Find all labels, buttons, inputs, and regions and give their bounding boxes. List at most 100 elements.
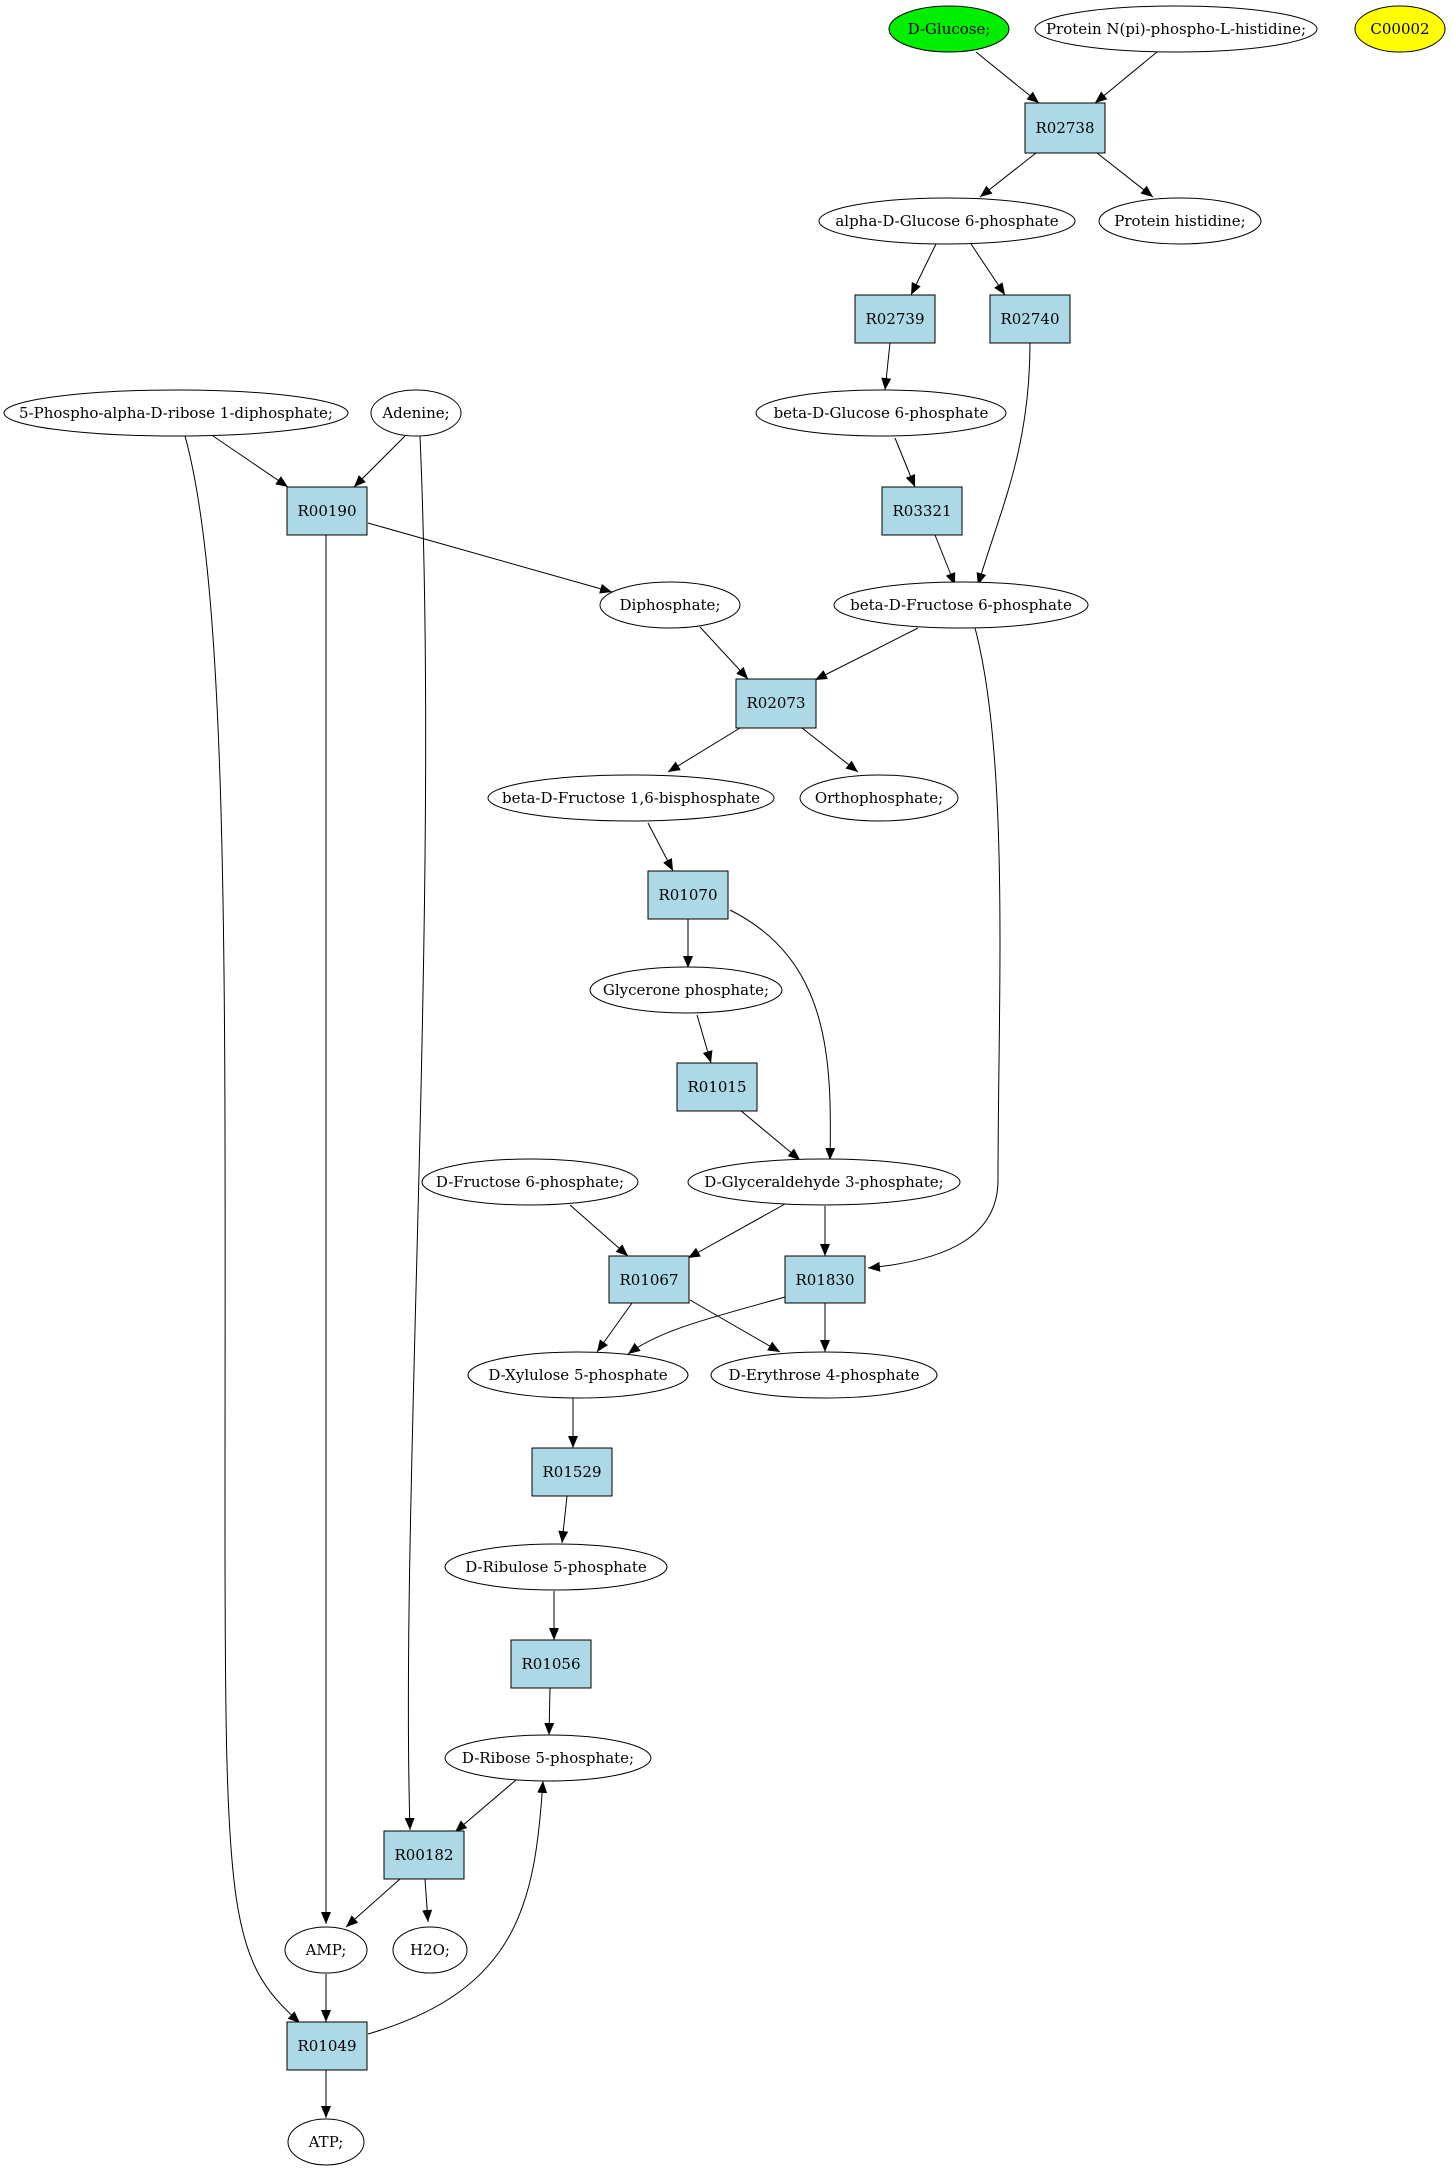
reaction-R00190[interactable]: R00190: [286, 486, 368, 536]
edge-beta-glucose-6p-to-R03321: [894, 437, 916, 488]
compound-label: D-Fructose 6-phosphate;: [436, 1173, 624, 1191]
reaction-R02740[interactable]: R02740: [989, 294, 1071, 344]
reaction-R03321[interactable]: R03321: [881, 486, 963, 536]
compound-diphosphate[interactable]: Diphosphate;: [599, 581, 741, 629]
reaction-R02738[interactable]: R02738: [1024, 102, 1106, 154]
edge-R01067-to-xylulose-5p: [596, 1302, 633, 1353]
edge-dglucose-to-R02738: [975, 51, 1040, 104]
reaction-label: R00190: [297, 502, 356, 520]
compound-d-ribose-5-phosphate[interactable]: D-Ribose 5-phosphate;: [444, 1734, 652, 1782]
reaction-label: R02740: [1000, 310, 1059, 328]
reaction-label: R01830: [795, 1271, 854, 1289]
reaction-label: R03321: [892, 502, 951, 520]
reaction-box: [784, 1255, 866, 1304]
compound-alpha-d-glucose-6-phosphate[interactable]: alpha-D-Glucose 6-phosphate: [818, 197, 1076, 245]
compound-atp[interactable]: ATP;: [287, 2118, 365, 2166]
compound-label: 5-Phospho-alpha-D-ribose 1-diphosphate;: [19, 404, 333, 422]
compound-beta-d-fructose-16-bisphosphate[interactable]: beta-D-Fructose 1,6-bisphosphate: [487, 774, 775, 822]
reaction-box: [647, 870, 729, 920]
compound-adenine[interactable]: Adenine;: [370, 389, 462, 437]
edge-adenine-to-R00182: [404, 435, 427, 1831]
compound-label: Glycerone phosphate;: [603, 981, 769, 999]
reaction-box: [531, 1447, 613, 1497]
compound-d-fructose-6-phosphate[interactable]: D-Fructose 6-phosphate;: [421, 1158, 639, 1206]
compound-h2o[interactable]: H2O;: [392, 1926, 468, 1974]
compound-shape: [1098, 197, 1262, 245]
edge-R02738-to-protein-histidine: [1096, 152, 1154, 198]
edge-glyceraldehyde-3p-to-R01067: [687, 1203, 786, 1259]
reaction-R01070[interactable]: R01070: [647, 870, 729, 920]
reaction-R02073[interactable]: R02073: [735, 678, 817, 729]
compound-shape: [589, 966, 783, 1014]
reaction-box: [286, 486, 368, 536]
edge-fructose-6p-to-R01067: [569, 1204, 629, 1257]
compound-beta-d-fructose-6-phosphate[interactable]: beta-D-Fructose 6-phosphate: [833, 581, 1089, 629]
edge-ribose-5p-to-R00182: [454, 1779, 517, 1833]
edge-beta-fructose-6p-to-R01830: [867, 627, 1001, 1272]
compound-d-erythrose-4-phosphate[interactable]: D-Erythrose 4-phosphate: [710, 1351, 938, 1399]
reaction-R02739[interactable]: R02739: [854, 294, 936, 344]
compound-shape: [284, 1926, 368, 1974]
edge-R00182-to-amp: [345, 1878, 401, 1928]
reaction-box: [676, 1062, 758, 1112]
compound-prpp[interactable]: 5-Phospho-alpha-D-ribose 1-diphosphate;: [3, 389, 349, 437]
compound-shape: [799, 774, 959, 822]
edge-R03321-to-beta-fructose-6p: [934, 534, 956, 586]
reaction-box: [735, 678, 817, 729]
edge-R01067-to-erythrose-4p: [689, 1299, 781, 1353]
reaction-R01056[interactable]: R01056: [510, 1639, 592, 1689]
reaction-label: R02073: [746, 694, 805, 712]
compound-shape: [444, 1734, 652, 1782]
compound-d-xylulose-5-phosphate[interactable]: D-Xylulose 5-phosphate: [467, 1351, 689, 1399]
edge-R01056-to-ribose-5p: [544, 1687, 555, 1736]
compound-d-ribulose-5-phosphate[interactable]: D-Ribulose 5-phosphate: [444, 1543, 668, 1591]
reaction-R01049[interactable]: R01049: [286, 2021, 368, 2071]
reaction-edges: [184, 51, 1158, 2118]
compound-shape: [888, 5, 1010, 53]
compound-d-glucose[interactable]: D-Glucose;: [888, 5, 1010, 53]
reaction-R01067[interactable]: R01067: [608, 1255, 690, 1304]
compound-glycerone-phosphate[interactable]: Glycerone phosphate;: [589, 966, 783, 1014]
edge-R02073-to-orthophosphate: [801, 727, 859, 773]
reaction-R01529[interactable]: R01529: [531, 1447, 613, 1497]
reaction-box: [286, 2021, 368, 2071]
compound-shape: [818, 197, 1076, 245]
compound-label: H2O;: [410, 1941, 450, 1959]
reaction-R01830[interactable]: R01830: [784, 1255, 866, 1304]
edge-R02740-to-beta-fructose-6p: [976, 342, 1031, 586]
reaction-label: R02739: [865, 310, 924, 328]
compound-shape: [710, 1351, 938, 1399]
reaction-R00182[interactable]: R00182: [383, 1830, 465, 1880]
compound-protein-npi-phospho-histidine[interactable]: Protein N(pi)-phospho-L-histidine;: [1034, 5, 1318, 53]
reaction-box: [854, 294, 936, 344]
reaction-box: [510, 1639, 592, 1689]
compound-label: beta-D-Fructose 6-phosphate: [850, 596, 1072, 614]
edge-R01070-to-glyceraldehyde-3p: [729, 909, 836, 1161]
edge-glycerone-phosphate-to-R01015: [696, 1014, 713, 1064]
edge-R01830-to-xylulose-5p: [627, 1296, 786, 1355]
edge-alpha-glucose-6p-to-R02739: [910, 243, 937, 296]
reaction-box: [989, 294, 1071, 344]
compound-label: alpha-D-Glucose 6-phosphate: [835, 212, 1058, 230]
reaction-label: R01529: [542, 1463, 601, 1481]
reaction-box: [383, 1830, 465, 1880]
compound-label: D-Xylulose 5-phosphate: [488, 1366, 667, 1384]
compound-shape: [370, 389, 462, 437]
reaction-R01015[interactable]: R01015: [676, 1062, 758, 1112]
compound-shape: [467, 1351, 689, 1399]
edge-R01015-to-glyceraldehyde-3p: [739, 1109, 801, 1161]
compound-protein-histidine[interactable]: Protein histidine;: [1098, 197, 1262, 245]
compound-beta-d-glucose-6-phosphate[interactable]: beta-D-Glucose 6-phosphate: [755, 389, 1007, 437]
compound-orthophosphate[interactable]: Orthophosphate;: [799, 774, 959, 822]
compound-label: Protein histidine;: [1114, 212, 1245, 230]
edge-prpp-to-R01049: [184, 435, 301, 2024]
edge-R01049-to-ribose-5p: [367, 1780, 548, 2035]
reaction-label: R01067: [619, 1271, 678, 1289]
compound-d-glyceraldehyde-3-phosphate[interactable]: D-Glyceraldehyde 3-phosphate;: [687, 1158, 961, 1206]
compound-amp[interactable]: AMP;: [284, 1926, 368, 1974]
compound-shape: [444, 1543, 668, 1591]
compound-label: D-Glyceraldehyde 3-phosphate;: [704, 1173, 943, 1191]
compound-c00002[interactable]: C00002: [1354, 5, 1446, 53]
reaction-label: R01070: [658, 886, 717, 904]
reaction-label: R00182: [394, 1846, 453, 1864]
